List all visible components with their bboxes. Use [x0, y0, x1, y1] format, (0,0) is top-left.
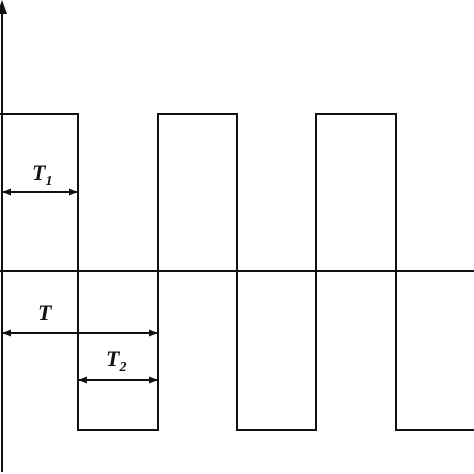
square-wave: [0, 113, 474, 431]
period-label: T: [38, 300, 53, 325]
t1-label: T1: [32, 160, 52, 189]
t2-label: T2: [106, 346, 126, 375]
y-axis-arrowhead: [0, 0, 7, 14]
